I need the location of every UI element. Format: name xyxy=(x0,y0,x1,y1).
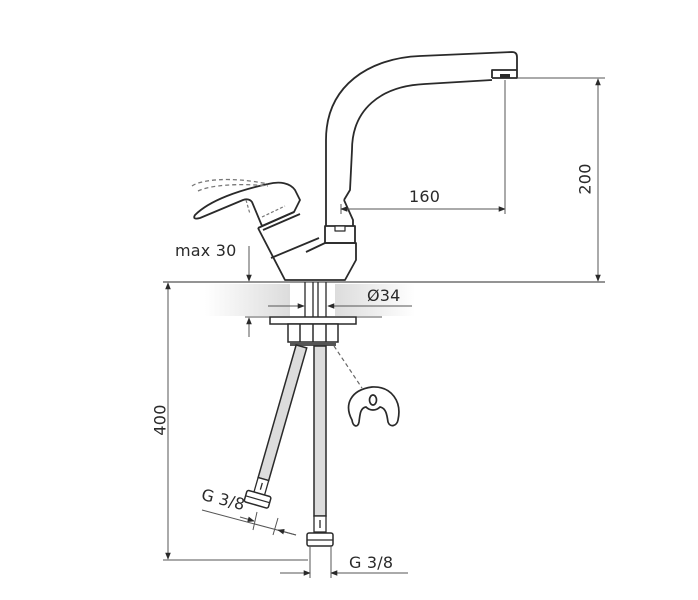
label-max-thickness: max 30 xyxy=(175,241,237,260)
label-hole-diameter: Ø34 xyxy=(367,286,401,305)
swivel-spout xyxy=(324,51,518,244)
label-hose-length: 400 xyxy=(150,404,170,436)
label-spout-height: 200 xyxy=(575,163,595,195)
flexible-hose-right xyxy=(306,345,334,547)
dimension-reach xyxy=(340,80,506,214)
dimension-thread-right xyxy=(280,546,408,578)
mounting-shank xyxy=(304,282,327,318)
dimension-hose-length xyxy=(163,282,308,561)
dimension-height xyxy=(518,77,605,282)
mounting-nut xyxy=(287,323,339,346)
lever-handle xyxy=(191,178,301,227)
label-thread-right: G 3/8 xyxy=(349,553,394,572)
label-spout-reach: 160 xyxy=(409,187,441,206)
horseshoe-clip xyxy=(333,345,400,427)
countertop xyxy=(163,281,605,318)
flexible-hose-left xyxy=(243,343,308,509)
mounting-washer xyxy=(269,316,357,325)
dimension-thread-left xyxy=(201,509,297,536)
